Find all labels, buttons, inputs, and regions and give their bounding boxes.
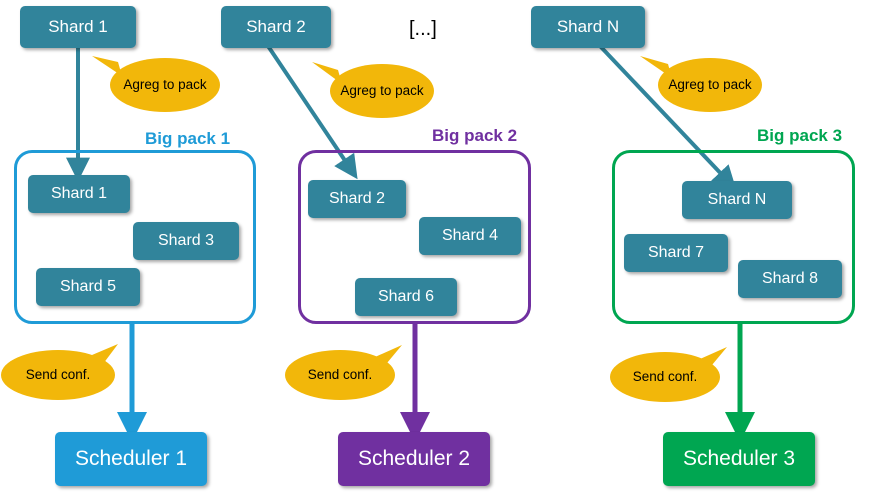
top-shard-2-label: Shard 2 (246, 17, 306, 36)
top-shard-n-label: Shard N (556, 17, 620, 36)
agreg-callout-2-shape (312, 62, 434, 118)
top-shard-1[interactable]: Shard 1 (20, 6, 136, 48)
agreg-callout-3-shape (640, 56, 762, 112)
pack-3-frame[interactable] (612, 150, 855, 324)
pack-3-shard-8-label: Shard 8 (761, 270, 819, 287)
pack-1-frame[interactable] (14, 150, 256, 324)
pack-2-shard-2-label: Shard 2 (328, 190, 386, 207)
pack-3-shard-n-label: Shard N (707, 191, 767, 208)
pack-2-shard-4-label: Shard 4 (441, 227, 499, 244)
scheduler-3-label: Scheduler 3 (682, 447, 796, 470)
pack-1-shard-1[interactable]: Shard 1 (28, 175, 130, 213)
pack-1-shard-5[interactable]: Shard 5 (36, 268, 140, 306)
send-callout-1-shape (1, 344, 118, 400)
pack-1-shard-5-label: Shard 5 (59, 278, 117, 295)
top-shard-1-label: Shard 1 (48, 17, 108, 36)
top-shard-n[interactable]: Shard N (531, 6, 645, 48)
pack-3-shard-8[interactable]: Shard 8 (738, 260, 842, 298)
pack-3-shard-7-label: Shard 7 (647, 244, 705, 261)
send-callout-2-shape (285, 345, 402, 400)
scheduler-2-label: Scheduler 2 (357, 447, 471, 470)
scheduler-3[interactable]: Scheduler 3 (663, 432, 815, 486)
pack-2-shard-2[interactable]: Shard 2 (308, 180, 406, 218)
scheduler-1-label: Scheduler 1 (74, 447, 188, 470)
pack-2-frame[interactable] (298, 150, 531, 324)
pack-2-shard-6[interactable]: Shard 6 (355, 278, 457, 316)
pack-3-shard-7[interactable]: Shard 7 (624, 234, 728, 272)
pack-3-title: Big pack 3 (757, 126, 843, 145)
agreg-callout-1-shape (92, 56, 220, 112)
arrow-shardn-to-pack3 (598, 44, 737, 190)
scheduler-2[interactable]: Scheduler 2 (338, 432, 490, 486)
pack-2-shard-4[interactable]: Shard 4 (419, 217, 521, 255)
arrow-shard2-to-pack2 (266, 44, 358, 180)
top-shard-2[interactable]: Shard 2 (221, 6, 331, 48)
pack-1-shard-3[interactable]: Shard 3 (133, 222, 239, 260)
pack-3-shard-n[interactable]: Shard N (682, 181, 792, 219)
pack-1-shard-1-label: Shard 1 (50, 185, 108, 202)
pack-1-title: Big pack 1 (145, 129, 231, 148)
send-callout-3-shape (610, 347, 727, 402)
pack-2-title: Big pack 2 (432, 126, 518, 145)
pack-2-shard-6-label: Shard 6 (377, 288, 435, 305)
ellipsis-label: [...] (409, 18, 437, 40)
pack-1-shard-3-label: Shard 3 (157, 232, 215, 249)
scheduler-1[interactable]: Scheduler 1 (55, 432, 207, 486)
